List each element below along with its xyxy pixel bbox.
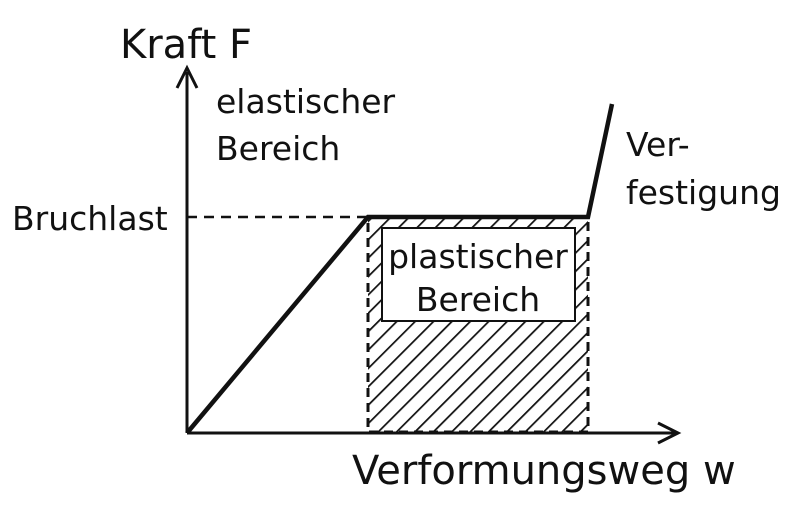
plastic-region-label-line1: plastischer — [388, 237, 568, 276]
hardening-label-line2: festigung — [626, 173, 781, 212]
elastic-region-label-line1: elastischer — [216, 82, 396, 121]
y-axis-label: Kraft F — [120, 22, 252, 68]
y-axis-arrow-icon — [175, 64, 199, 89]
plastic-region-label-line2: Bereich — [416, 280, 540, 319]
hardening-label-line1: Ver- — [626, 125, 690, 164]
breaking-load-label: Bruchlast — [12, 199, 168, 238]
x-axis-label: Verformungsweg w — [352, 448, 736, 494]
x-axis-arrow-icon — [657, 421, 682, 445]
force-deformation-curve — [185, 103, 615, 435]
elastic-region-label-line2: Bereich — [216, 129, 340, 168]
plastic-label-box — [381, 227, 576, 322]
